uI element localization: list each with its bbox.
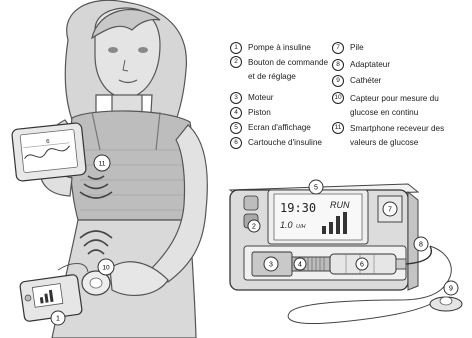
pump-rate-value: 1.0 (280, 220, 293, 230)
legend-item: 4 Piston (230, 107, 271, 119)
svg-text:9: 9 (449, 286, 453, 293)
svg-text:1: 1 (56, 316, 60, 323)
legend-label: Capteur pour mesure du glucose en contin… (350, 92, 439, 120)
legend-label: Moteur (248, 92, 273, 103)
svg-text:6: 6 (360, 262, 364, 269)
svg-text:4: 4 (298, 262, 302, 269)
legend-label: Smartphone receveur des valeurs de gluco… (350, 122, 444, 150)
callout-button: 2 (248, 220, 260, 232)
legend-number: 8 (332, 59, 344, 71)
callout-phone: 11 (94, 155, 110, 171)
legend-number: 11 (332, 122, 344, 134)
legend-item: 11 Smartphone receveur des valeurs de gl… (332, 122, 444, 150)
legend-number: 7 (332, 42, 344, 54)
legend-label: Bouton de commande et de réglage (248, 56, 328, 84)
callout-screen: 5 (309, 180, 323, 194)
legend-label: Ecran d'affichage (248, 122, 311, 133)
legend-number: 1 (230, 42, 242, 54)
legend-item: 5 Ecran d'affichage (230, 122, 311, 134)
callout-motor: 3 (264, 257, 278, 271)
legend-number: 9 (332, 75, 344, 87)
smartphone (11, 122, 86, 181)
legend-label: Pile (350, 42, 364, 53)
pump-mode: RUN (330, 200, 350, 210)
legend-number: 4 (230, 107, 242, 119)
legend-item: 10 Capteur pour mesure du glucose en con… (332, 92, 439, 120)
svg-text:2: 2 (252, 224, 256, 231)
legend-number: 6 (230, 137, 242, 149)
legend-number: 2 (230, 56, 242, 68)
legend-item: 2 Bouton de commande et de réglage (230, 56, 328, 84)
svg-text:3: 3 (269, 262, 273, 269)
pump-rate-unit: U/H (296, 224, 306, 230)
callout-catheter: 9 (444, 281, 458, 295)
callout-adapter: 8 (414, 237, 428, 251)
legend-item: 1 Pompe à insuline (230, 42, 311, 54)
svg-text:5: 5 (314, 185, 318, 192)
legend-number: 5 (230, 122, 242, 134)
svg-text:11: 11 (99, 161, 106, 168)
legend: 1 Pompe à insuline 2 Bouton de commande … (230, 42, 466, 162)
callout-battery: 7 (383, 202, 397, 216)
legend-label: Pompe à insuline (248, 42, 311, 53)
callout-pump: 1 (51, 311, 65, 325)
callout-sensor: 10 (98, 259, 114, 275)
legend-item: 3 Moteur (230, 92, 273, 104)
legend-number: 10 (332, 92, 344, 104)
callout-piston: 4 (294, 258, 306, 270)
legend-item: 6 Cartouche d'insuline (230, 137, 322, 149)
callout-cartridge: 6 (356, 258, 368, 270)
legend-item: 7 Pile (332, 42, 364, 54)
svg-text:8: 8 (419, 242, 423, 249)
legend-number: 3 (230, 92, 242, 104)
legend-label: Cartouche d'insuline (248, 137, 322, 148)
pump-time: 19:30 (280, 201, 316, 215)
legend-item: 8 Adaptateur (332, 59, 390, 71)
legend-label: Cathéter (350, 75, 381, 86)
legend-label: Adaptateur (350, 59, 390, 70)
svg-text:10: 10 (102, 265, 110, 272)
legend-label: Piston (248, 107, 271, 118)
legend-item: 9 Cathéter (332, 75, 381, 87)
svg-text:7: 7 (388, 207, 392, 214)
